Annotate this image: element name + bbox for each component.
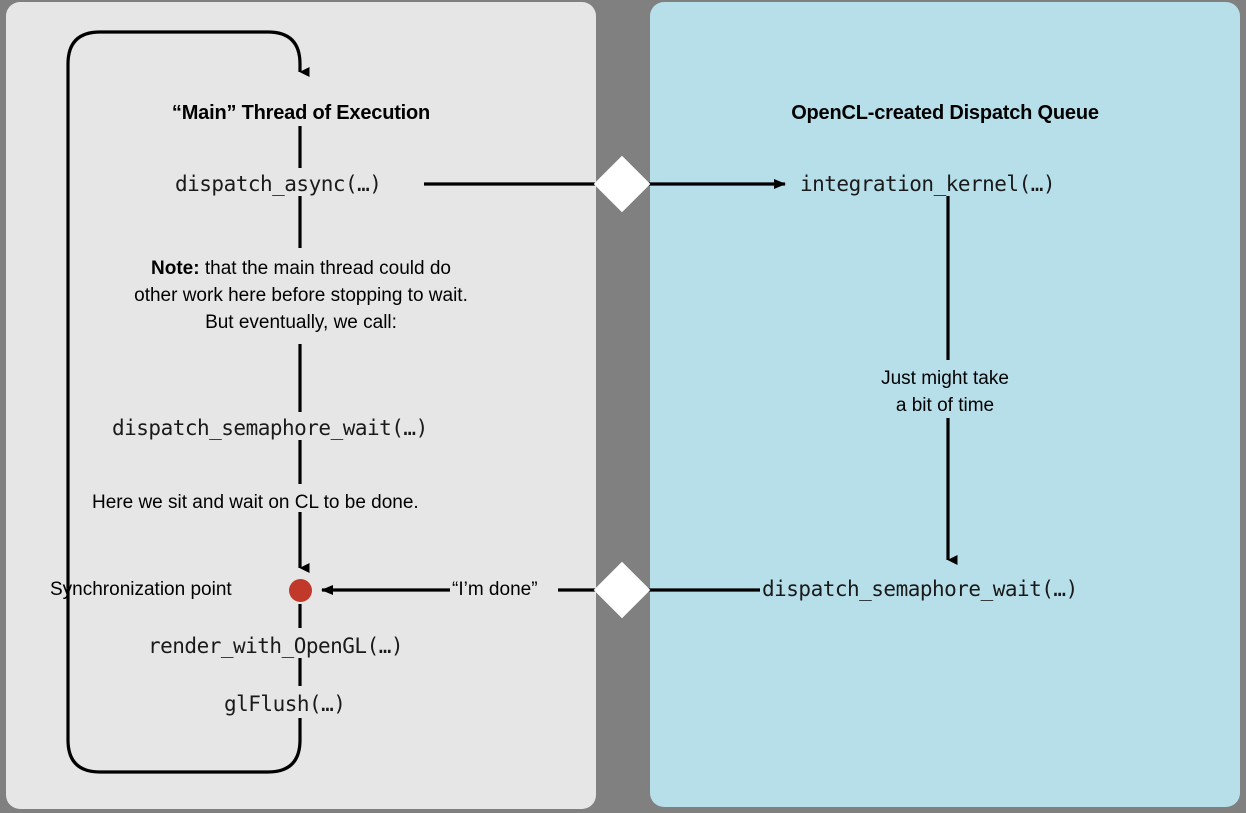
step-render-with-opengl: render_with_OpenGL(…) xyxy=(148,634,404,658)
step-wait-note: Here we sit and wait on CL to be done. xyxy=(92,492,419,513)
step-dispatch-async: dispatch_async(…) xyxy=(175,172,382,196)
step-integration-kernel: integration_kernel(…) xyxy=(800,172,1056,196)
step-sync-point-label: Synchronization point xyxy=(50,579,232,600)
step-glflush: glFlush(…) xyxy=(224,692,346,716)
step-duration-note: Just might take a bit of time xyxy=(650,366,1240,420)
opencl-queue-panel-title: OpenCL-created Dispatch Queue xyxy=(791,102,1099,124)
step-queue-semaphore-signal: dispatch_semaphore_wait(…) xyxy=(762,577,1078,601)
duration-note-line-1: Just might take xyxy=(881,368,1009,389)
step-main-note: Note: that the main thread could do othe… xyxy=(6,256,596,337)
sync-point-marker-icon xyxy=(289,579,312,602)
crossing-marker-bottom-icon xyxy=(593,561,651,619)
opencl-queue-panel xyxy=(650,2,1240,807)
main-note-line-1: Note: that the main thread could do xyxy=(6,256,596,283)
done-signal-label: “I’m done” xyxy=(452,579,538,600)
main-thread-panel-title: “Main” Thread of Execution xyxy=(171,102,431,124)
main-note-line-2: other work here before stopping to wait. xyxy=(134,284,468,306)
main-note-line-3: But eventually, we call: xyxy=(205,311,397,333)
main-note-line-1-rest: that the main thread could do xyxy=(199,258,451,279)
duration-note-line-2: a bit of time xyxy=(895,394,995,416)
step-dispatch-semaphore-wait: dispatch_semaphore_wait(…) xyxy=(112,416,428,440)
crossing-marker-top-icon xyxy=(593,155,651,213)
main-note-line-1-bold: Note: xyxy=(151,258,200,279)
